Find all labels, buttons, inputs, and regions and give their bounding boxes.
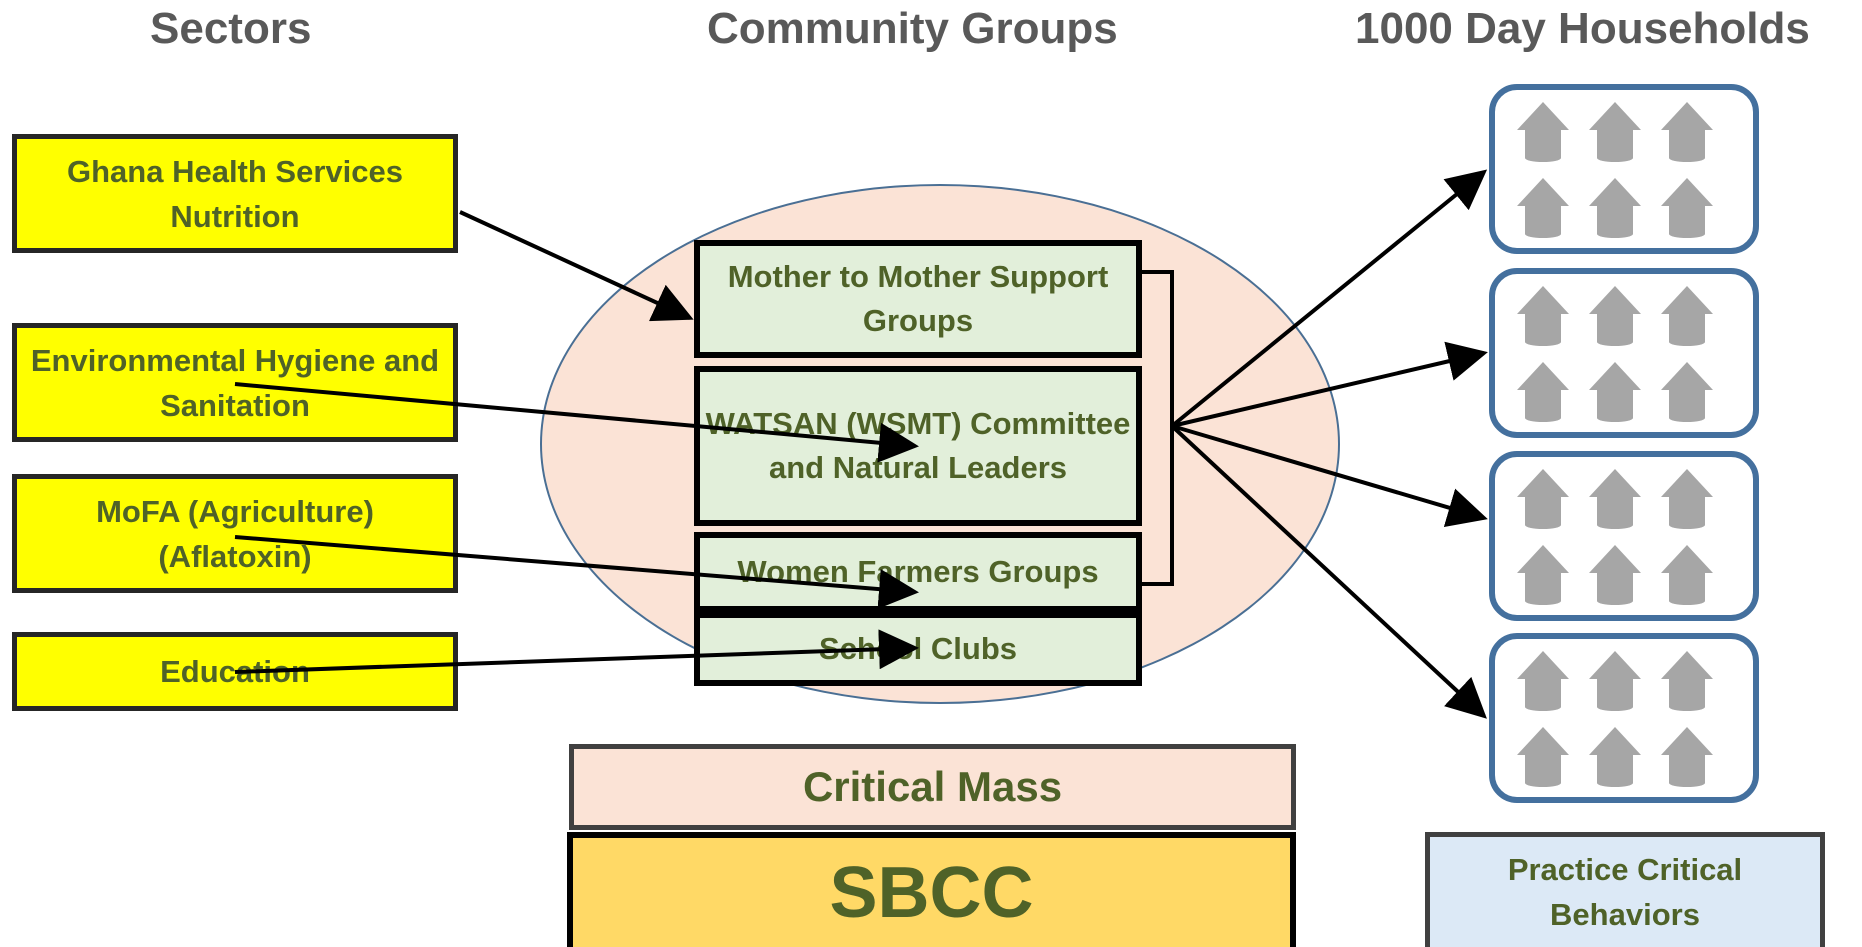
house-icon [1661, 102, 1713, 162]
practice-box: Practice Critical Behaviors [1425, 832, 1825, 947]
house-icon [1661, 286, 1713, 346]
house-icon [1589, 362, 1641, 422]
house-icon [1517, 178, 1569, 238]
house-icon [1589, 651, 1641, 711]
house-icon [1517, 545, 1569, 605]
house-grid [1515, 284, 1735, 422]
group-box-mother-support: Mother to Mother Support Groups [694, 240, 1142, 358]
practice-label: Practice Critical Behaviors [1507, 852, 1743, 932]
arrow-agriculture-to-farmers [234, 535, 919, 610]
group-label: Mother to Mother Support Groups [727, 259, 1109, 338]
sector-box-health: Ghana Health Services Nutrition [12, 134, 458, 253]
heading-households: 1000 Day Households [1355, 4, 1810, 53]
house-icon [1589, 178, 1641, 238]
house-icon [1589, 102, 1641, 162]
house-icon [1517, 651, 1569, 711]
arrow-to-household-2 [1171, 341, 1488, 428]
house-icon [1589, 286, 1641, 346]
arrow-hygiene-to-watsan [234, 382, 919, 463]
house-icon [1517, 469, 1569, 529]
arrow-to-household-1 [1170, 169, 1488, 428]
house-icon [1517, 286, 1569, 346]
house-icon [1589, 727, 1641, 787]
house-icon [1661, 727, 1713, 787]
house-grid [1515, 100, 1735, 238]
house-icon [1661, 362, 1713, 422]
critical-mass-label: Critical Mass [802, 763, 1063, 810]
house-icon [1661, 545, 1713, 605]
sector-label: Ghana Health Services Nutrition [67, 153, 403, 234]
sbcc-box: SBCC [567, 832, 1296, 947]
house-icon [1661, 651, 1713, 711]
house-grid [1515, 649, 1735, 787]
sector-label: Environmental Hygiene and Sanitation [30, 342, 440, 423]
household-group [1489, 633, 1759, 803]
house-icon [1589, 469, 1641, 529]
arrow-health-to-mother [459, 210, 694, 322]
arrow-to-household-3 [1171, 424, 1488, 528]
household-group [1489, 268, 1759, 438]
house-grid [1515, 467, 1735, 605]
sbcc-label: SBCC [829, 852, 1034, 933]
household-group [1489, 451, 1759, 621]
arrow-education-to-clubs [234, 629, 919, 674]
sector-box-agriculture: MoFA (Agriculture) (Aflatoxin) [12, 474, 458, 593]
arrow-to-household-4 [1170, 424, 1487, 719]
critical-mass-box: Critical Mass [569, 744, 1296, 830]
heading-sectors: Sectors [150, 4, 312, 53]
house-icon [1661, 469, 1713, 529]
house-icon [1517, 727, 1569, 787]
sector-label: MoFA (Agriculture) (Aflatoxin) [96, 493, 374, 574]
household-group [1489, 84, 1759, 254]
heading-community-groups: Community Groups [707, 4, 1118, 53]
sector-box-hygiene: Environmental Hygiene and Sanitation [12, 323, 458, 442]
house-icon [1661, 178, 1713, 238]
house-icon [1517, 102, 1569, 162]
house-icon [1517, 362, 1569, 422]
house-icon [1589, 545, 1641, 605]
group-bracket [1140, 270, 1174, 586]
